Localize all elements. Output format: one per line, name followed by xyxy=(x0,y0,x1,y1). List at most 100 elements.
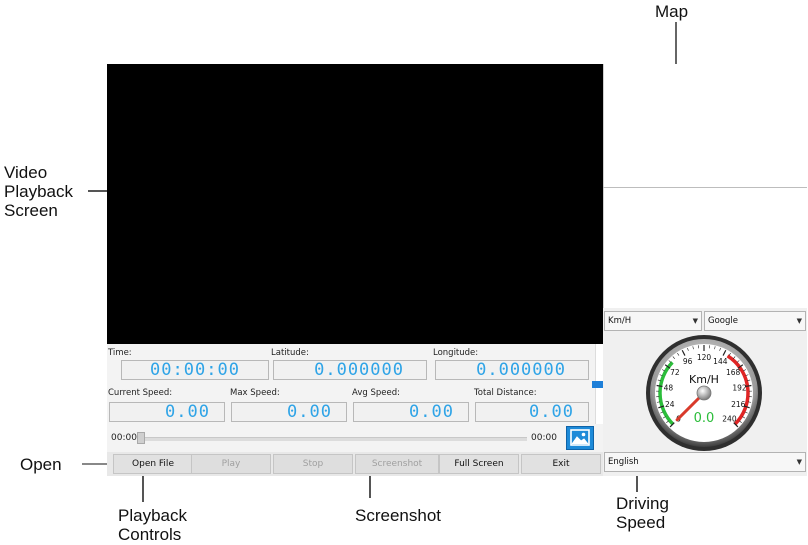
gauge-tick-label: 144 xyxy=(713,357,728,366)
gauge-tick xyxy=(656,384,663,388)
gauge-ticks xyxy=(656,345,752,428)
gauge-tick xyxy=(672,356,675,359)
latitude-label: Latitude: xyxy=(271,348,309,358)
chevron-down-icon: ▼ xyxy=(796,317,802,325)
screenshot-button[interactable]: Screenshot xyxy=(355,454,439,474)
unit-select[interactable]: Km/H ▼ xyxy=(604,311,702,331)
leader-open xyxy=(82,463,130,465)
callout-screenshot: Screenshot xyxy=(355,506,441,525)
time-value: 00:00:00 xyxy=(121,360,269,380)
total-distance-value: 0.00 xyxy=(475,402,589,422)
gauge-value: 0.0 xyxy=(694,411,715,426)
callout-playback-1: Playback xyxy=(118,506,187,525)
chevron-down-icon: ▼ xyxy=(692,317,698,325)
gauge-tick xyxy=(743,369,747,372)
avg-speed-label: Avg Speed: xyxy=(352,388,400,398)
telemetry-panel: Time: 00:00:00 Latitude: 0.000000 Longit… xyxy=(107,344,604,452)
speed-gauge: 024487296120144168192216240 Km/H 0.0 xyxy=(646,335,762,451)
exit-button[interactable]: Exit xyxy=(521,454,601,474)
gauge-red-arc xyxy=(726,354,750,426)
gauge-tick-label: 192 xyxy=(732,383,747,392)
gauge-tick xyxy=(668,360,672,363)
callout-driving-1: Driving xyxy=(616,494,669,513)
gauge-tick xyxy=(666,420,669,423)
longitude-label: Longitude: xyxy=(433,348,479,358)
gauge-tick xyxy=(661,369,665,372)
image-icon xyxy=(570,429,590,446)
gauge-tick xyxy=(745,374,749,377)
current-speed-label: Current Speed: xyxy=(108,388,173,398)
gauge-tick xyxy=(714,346,716,350)
gauge-tick-label: 48 xyxy=(664,383,674,392)
callout-video-2: Playback xyxy=(4,182,73,201)
open-file-button[interactable]: Open File xyxy=(113,454,193,474)
leader-map xyxy=(675,22,677,102)
gauge-tick xyxy=(677,352,680,356)
gauge-tick xyxy=(662,416,666,419)
gauge-tick-label: 24 xyxy=(665,400,675,409)
gauge-tick xyxy=(737,364,744,369)
video-playback-screen[interactable] xyxy=(107,64,603,344)
gauge-tick-label: 96 xyxy=(683,357,693,366)
callout-video-1: Video xyxy=(4,163,48,182)
callout-driving-2: Speed xyxy=(616,513,666,532)
map-provider-select-value: Google xyxy=(708,316,738,326)
callout-open: Open xyxy=(20,455,62,474)
time-label: Time: xyxy=(108,348,132,358)
gauge-tick xyxy=(745,384,752,388)
gauge-tick xyxy=(664,364,671,369)
gauge-green-arc xyxy=(658,361,675,426)
max-speed-value: 0.00 xyxy=(231,402,347,422)
unit-select-value: Km/H xyxy=(608,316,632,326)
gauge-tick xyxy=(742,416,746,419)
map-panel[interactable] xyxy=(603,64,808,308)
gauge-tick-label: 168 xyxy=(726,368,741,377)
full-screen-button[interactable]: Full Screen xyxy=(439,454,519,474)
gauge-tick xyxy=(669,422,675,428)
map-divider xyxy=(603,187,807,188)
seek-bar[interactable] xyxy=(139,437,527,441)
gauge-tick xyxy=(722,349,727,356)
leader-playback xyxy=(142,470,144,502)
map-provider-select[interactable]: Google ▼ xyxy=(704,311,806,331)
gauge-tick xyxy=(657,379,661,382)
language-select-value: English xyxy=(608,457,639,467)
seek-handle[interactable] xyxy=(137,432,145,444)
seek-start-time: 00:00 xyxy=(111,433,137,443)
seek-end-time: 00:00 xyxy=(531,433,557,443)
avg-speed-value: 0.00 xyxy=(353,402,469,422)
gauge-tick xyxy=(692,346,694,350)
playback-controls: Open File Play Stop Screenshot Full Scre… xyxy=(107,452,603,476)
gauge-tick xyxy=(658,405,665,409)
gauge-tick xyxy=(748,401,752,403)
speed-panel: Km/H ▼ Google ▼ xyxy=(603,308,807,476)
gauge-tick xyxy=(733,422,739,428)
current-speed-value: 0.00 xyxy=(109,402,225,422)
gauge-tick-label: 240 xyxy=(722,414,737,423)
gauge-tick xyxy=(733,356,736,359)
gauge-tick-label: 216 xyxy=(731,400,746,409)
gauge-tick xyxy=(736,360,740,363)
gauge-tick xyxy=(681,349,686,356)
leader-screenshot xyxy=(369,470,371,498)
gauge-tick xyxy=(659,374,663,377)
scrollbar-thumb[interactable] xyxy=(592,381,603,388)
gauge-hub xyxy=(696,385,712,401)
longitude-value: 0.000000 xyxy=(435,360,589,380)
callout-map: Map xyxy=(655,2,689,21)
language-select[interactable]: English ▼ xyxy=(604,452,806,472)
player-window: Time: 00:00:00 Latitude: 0.000000 Longit… xyxy=(107,64,808,476)
gauge-tick xyxy=(747,379,751,382)
gauge-tick xyxy=(687,347,689,351)
latitude-value: 0.000000 xyxy=(273,360,427,380)
image-button[interactable] xyxy=(566,426,594,450)
chevron-down-icon: ▼ xyxy=(796,458,802,466)
gauge-tick xyxy=(656,401,660,403)
play-button[interactable]: Play xyxy=(191,454,271,474)
total-distance-label: Total Distance: xyxy=(474,388,537,398)
stop-button[interactable]: Stop xyxy=(273,454,353,474)
gauge-tick-label: 72 xyxy=(670,368,680,377)
gauge-tick xyxy=(739,420,742,423)
gauge-tick xyxy=(660,411,664,414)
gauge-tick xyxy=(744,411,748,414)
